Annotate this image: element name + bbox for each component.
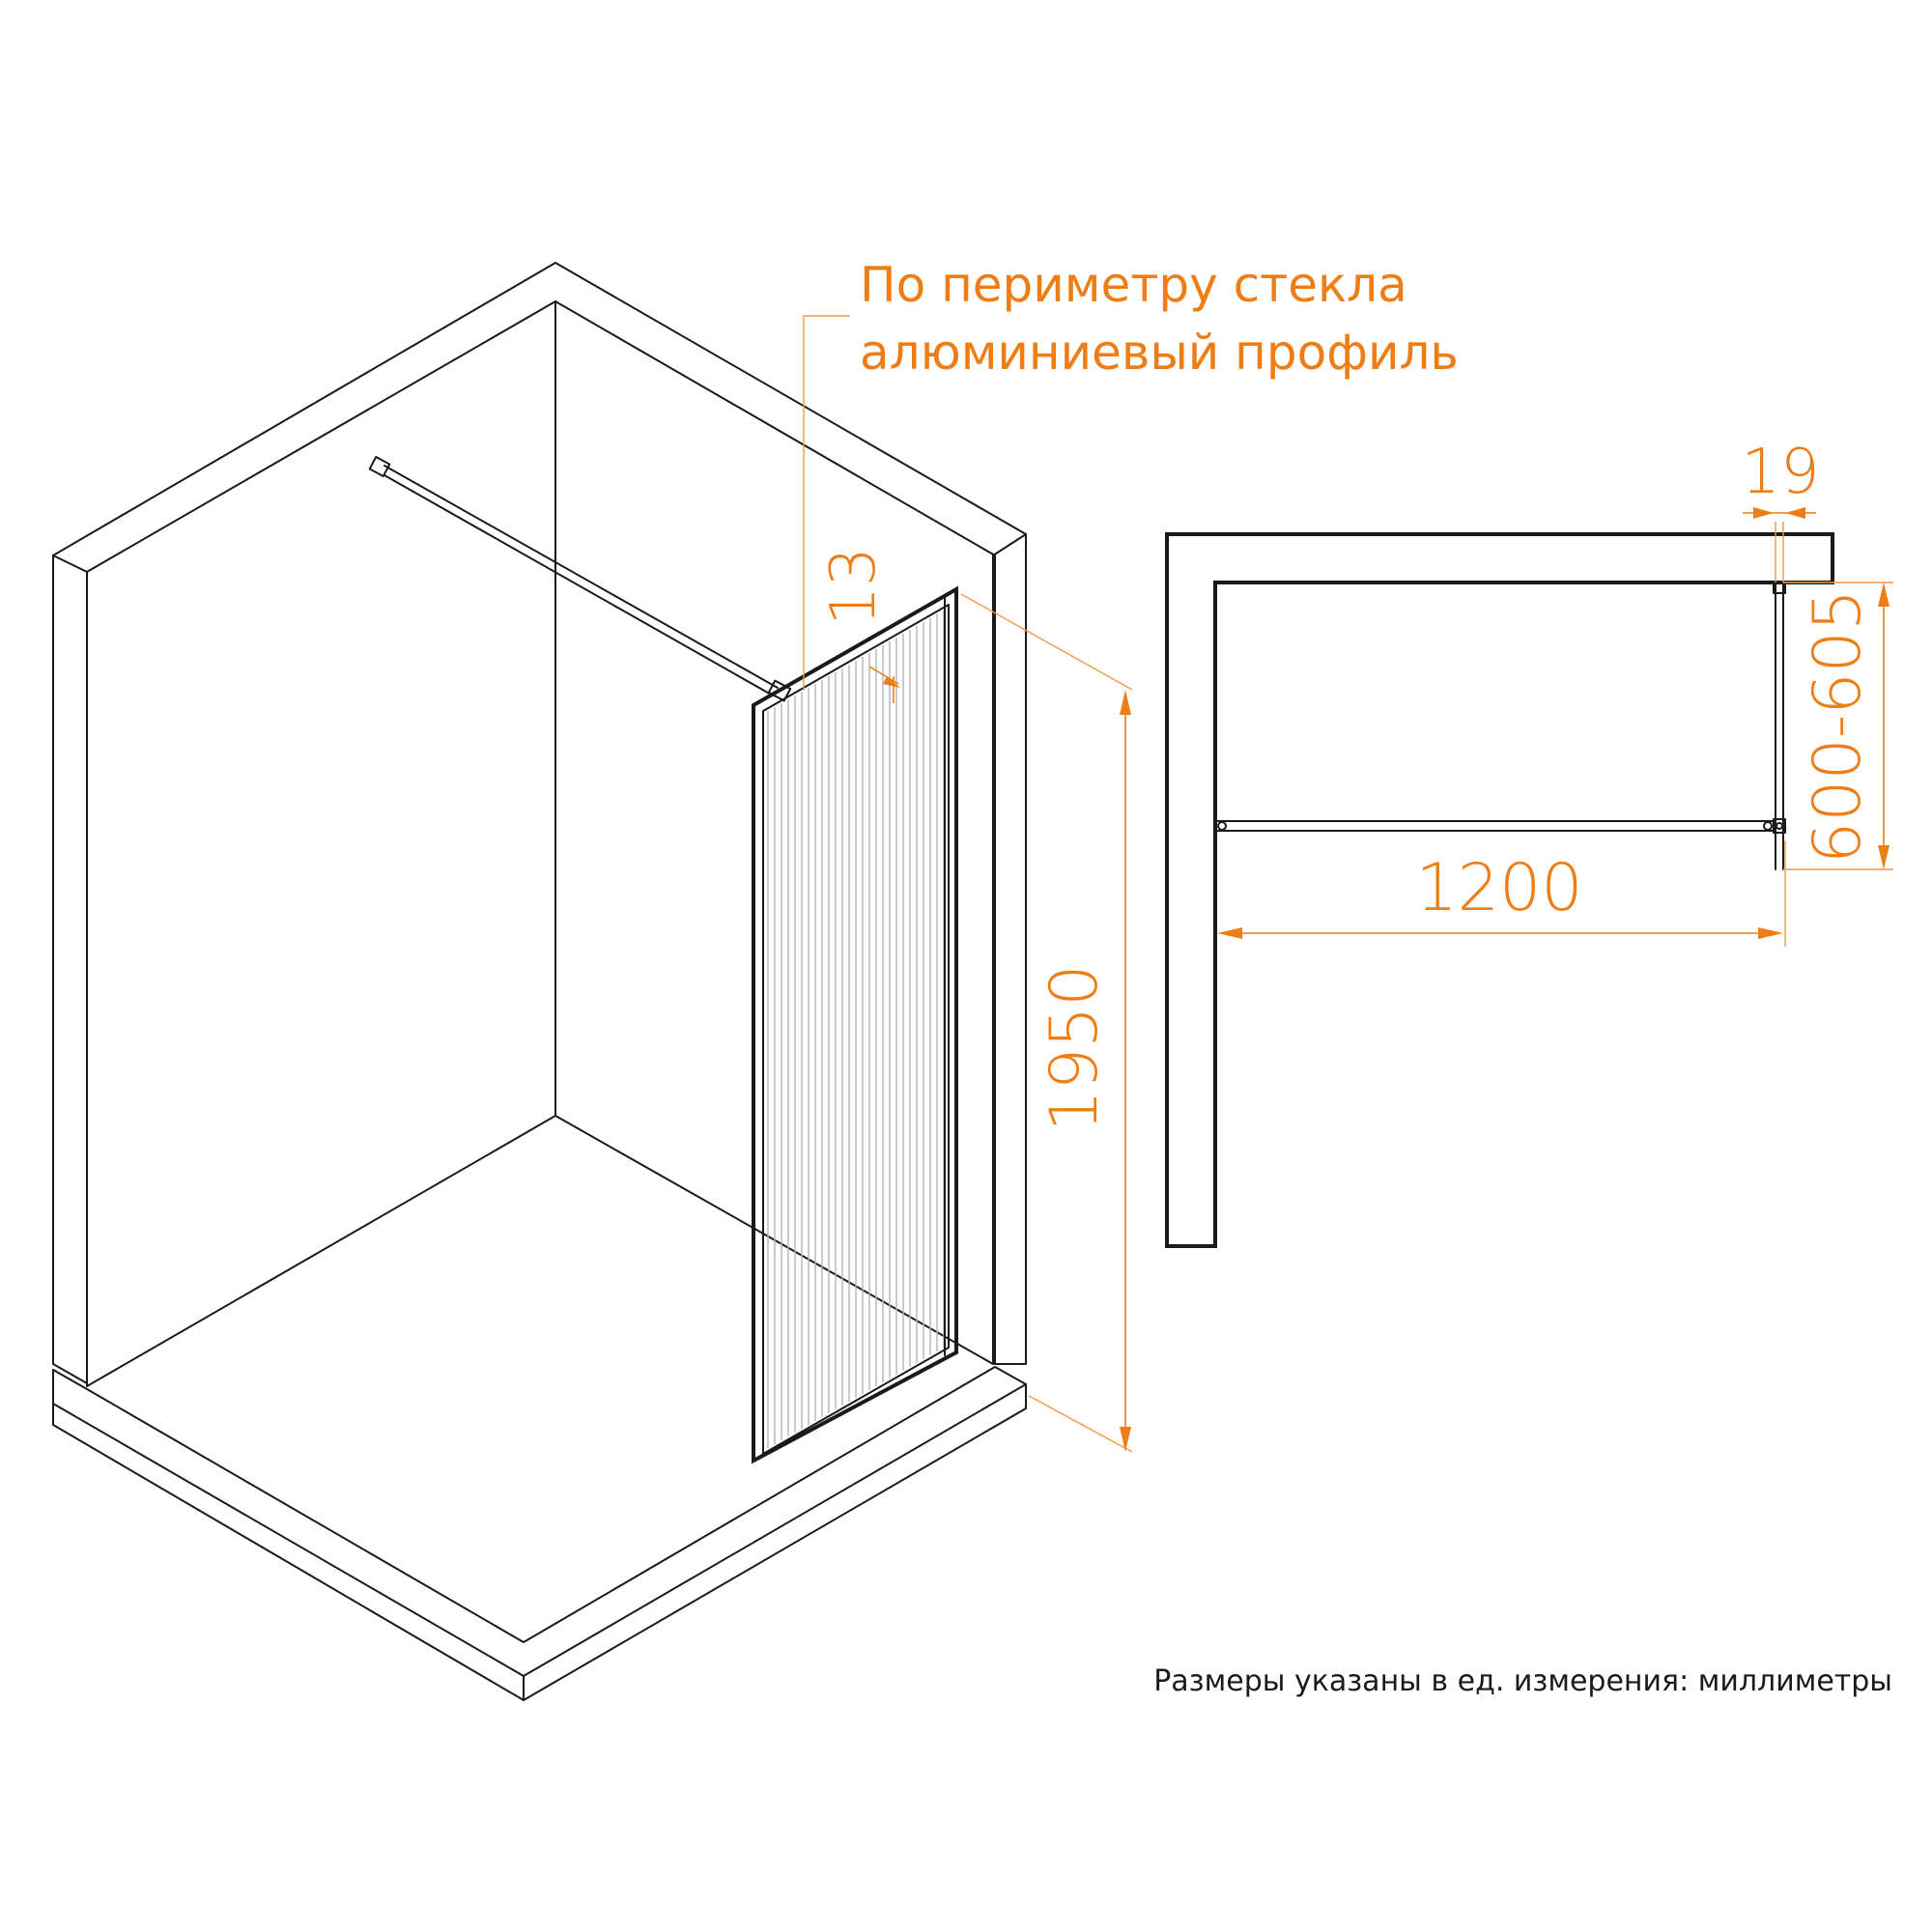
base-platform-top <box>52 1366 1027 1677</box>
profile-depth-dimension: 13 <box>818 547 900 703</box>
wall-bracket-icon <box>368 456 391 477</box>
glass-outer-frame <box>752 585 958 1464</box>
right-wall-top-edge <box>992 533 1027 556</box>
units-note: Размеры указаны в ед. измерения: миллиме… <box>1153 1664 1892 1698</box>
plan-support-bar <box>1214 820 1776 832</box>
height-dimension-label: 1950 <box>1037 964 1113 1131</box>
plan-view: 19 600-605 1200 <box>1165 437 1893 1248</box>
profile-note-line1: По периметру стекла <box>860 257 1407 313</box>
glass-thickness-dimension: 19 <box>1741 437 1820 582</box>
glass-fluting <box>767 610 945 1449</box>
base-platform-front <box>52 1369 1027 1701</box>
floor-back-left-edge <box>86 1115 994 1387</box>
profile-note-leader <box>803 315 850 691</box>
glass-thickness-label: 19 <box>1741 437 1819 508</box>
left-wall-top-edge <box>52 554 88 573</box>
plan-wall-outline <box>1165 532 1834 1248</box>
bracket-length-dimension: 600-605 <box>1783 582 1893 870</box>
isometric-view: 1950 13 По периметру стекла алюминиевый … <box>52 257 1459 1701</box>
plan-glass-panel <box>1773 582 1786 870</box>
glass-clamp-icon <box>767 679 792 702</box>
bracket-length-label: 600-605 <box>1800 589 1876 864</box>
width-dimension-label: 1200 <box>1415 850 1582 926</box>
glass-inner-frame <box>762 604 950 1455</box>
profile-depth-label: 13 <box>818 547 890 625</box>
height-dimension: 1950 <box>960 593 1133 1453</box>
plan-wall-bracket-icon <box>1217 821 1227 831</box>
left-wall-outline <box>52 262 1027 1384</box>
profile-note-line2: алюминиевый профиль <box>860 325 1459 381</box>
width-dimension: 1200 <box>1217 840 1786 947</box>
glass-panel <box>752 585 958 1464</box>
support-bar <box>368 456 792 702</box>
